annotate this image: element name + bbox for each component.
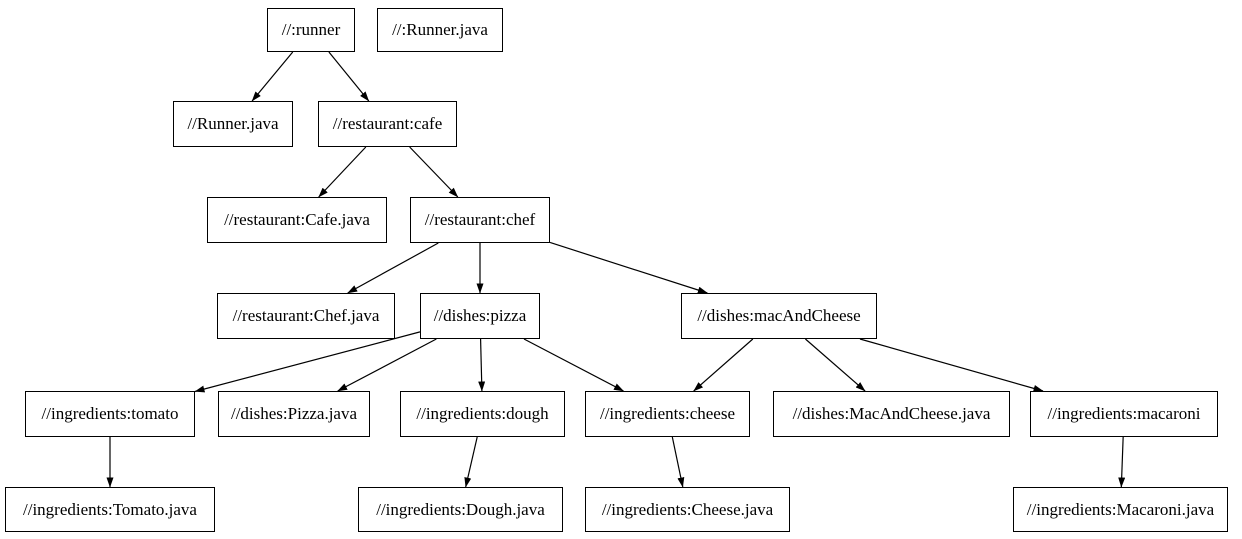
graph-node-cafe: //restaurant:cafe <box>318 101 457 147</box>
graph-node-label: //ingredients:macaroni <box>1047 404 1201 423</box>
graph-node-label: //dishes:Pizza.java <box>230 404 358 423</box>
edge-pizza-to-pizza_java <box>337 338 437 392</box>
graph-node-label: //dishes:pizza <box>433 306 527 325</box>
graph-node-macaroni: //ingredients:macaroni <box>1030 391 1218 437</box>
graph-node-label: //restaurant:Cafe.java <box>224 210 370 229</box>
edge-pizza-to-dough <box>478 338 486 392</box>
edge-cheese-to-cheese_java <box>671 436 685 488</box>
graph-node-pizza: //dishes:pizza <box>420 293 540 339</box>
graph-node-tomato_java: //ingredients:Tomato.java <box>5 487 215 532</box>
graph-node-macaroni_java: //ingredients:Macaroni.java <box>1013 487 1228 532</box>
graph-node-runner_java_root: //:Runner.java <box>377 8 503 52</box>
graph-node-tomato: //ingredients:tomato <box>25 391 195 437</box>
graph-node-label: //Runner.java <box>187 114 279 133</box>
graph-node-label: //:Runner.java <box>392 20 488 39</box>
graph-node-label: //restaurant:chef <box>424 210 536 229</box>
edge-dough-to-dough_java <box>464 436 478 488</box>
graph-node-label: //ingredients:Macaroni.java <box>1026 499 1215 519</box>
graph-node-label: //ingredients:cheese <box>599 404 735 423</box>
graph-node-label: //ingredients:Dough.java <box>376 499 545 519</box>
graph-node-label: //ingredients:Cheese.java <box>601 499 774 519</box>
graph-node-label: //ingredients:Tomato.java <box>23 499 197 519</box>
graph-node-cafe_java: //restaurant:Cafe.java <box>207 197 387 243</box>
graph-node-mac_and_cheese: //dishes:macAndCheese <box>681 293 877 339</box>
graph-node-label: //ingredients:dough <box>416 404 549 423</box>
graph-node-runner: //:runner <box>267 8 355 52</box>
graph-node-label: //ingredients:tomato <box>41 404 179 423</box>
graph-node-chef: //restaurant:chef <box>410 197 550 243</box>
graph-node-pizza_java: //dishes:Pizza.java <box>218 391 370 437</box>
graph-node-cheese: //ingredients:cheese <box>585 391 750 437</box>
edge-mac_and_cheese-to-mac_and_cheese_java <box>805 338 866 392</box>
edge-mac_and_cheese-to-cheese <box>693 338 754 392</box>
edge-pizza-to-cheese <box>523 338 624 392</box>
graph-node-dough: //ingredients:dough <box>400 391 565 437</box>
edge-cafe-to-chef <box>409 146 459 198</box>
graph-node-dough_java: //ingredients:Dough.java <box>358 487 563 532</box>
edge-pizza-to-tomato <box>194 331 421 393</box>
edge-runner-to-cafe <box>328 51 370 102</box>
graph-node-runner_java: //Runner.java <box>173 101 293 147</box>
graph-node-label: //restaurant:cafe <box>332 114 443 133</box>
graph-node-label: //dishes:MacAndCheese.java <box>792 404 991 423</box>
edge-chef-to-mac_and_cheese <box>549 241 708 294</box>
graph-node-label: //dishes:macAndCheese <box>697 306 861 325</box>
edge-macaroni-to-macaroni_java <box>1118 436 1126 488</box>
edge-cafe-to-cafe_java <box>318 146 367 198</box>
graph-node-cheese_java: //ingredients:Cheese.java <box>585 487 790 532</box>
edge-mac_and_cheese-to-macaroni <box>859 338 1044 392</box>
graph-node-label: //restaurant:Chef.java <box>232 306 380 325</box>
graph-node-mac_and_cheese_java: //dishes:MacAndCheese.java <box>773 391 1010 437</box>
graph-node-chef_java: //restaurant:Chef.java <box>217 293 395 339</box>
graph-node-label: //:runner <box>281 20 341 39</box>
edge-runner-to-runner_java <box>251 51 294 102</box>
edge-chef-to-chef_java <box>347 242 439 294</box>
